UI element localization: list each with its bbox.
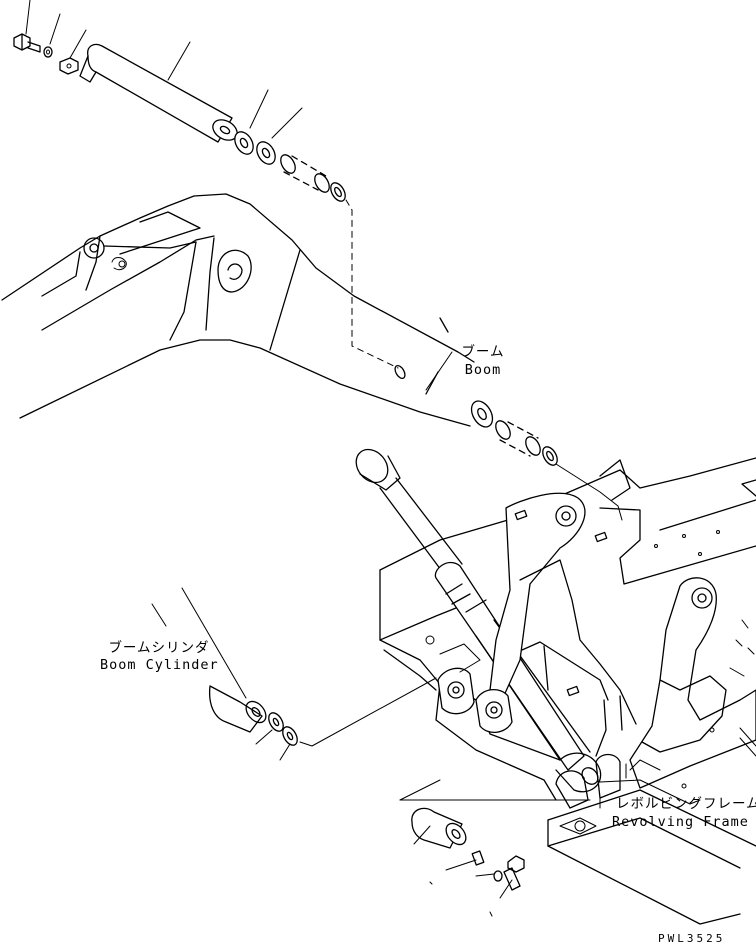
bolt-top (13, 33, 41, 53)
boom-cylinder-label-en: Boom Cylinder (100, 657, 219, 673)
washer-top (43, 46, 53, 58)
revolving-frame-label-jp: レボルビングフレーム (616, 796, 756, 812)
revolving-frame (379, 457, 756, 925)
boom-label-en: Boom (464, 362, 502, 378)
boom-foot-pin-group (13, 0, 406, 380)
shim-2 (256, 141, 276, 165)
shim-1 (234, 131, 254, 155)
boom-cylinder-pin-group (151, 587, 437, 761)
lower-pin-group (399, 779, 591, 917)
boom-label-jp: ブーム (461, 344, 505, 360)
revolving-frame-label-en: Revolving Frame (612, 814, 749, 830)
drawing-code: PWL3525 (658, 932, 726, 945)
bushing-pair-top (280, 154, 346, 202)
boom-foot-pin (79, 43, 238, 143)
boom-cylinder-label-jp: ブームシリンダ (108, 640, 210, 656)
boom (1, 193, 623, 521)
lock-plate-top (59, 57, 79, 75)
